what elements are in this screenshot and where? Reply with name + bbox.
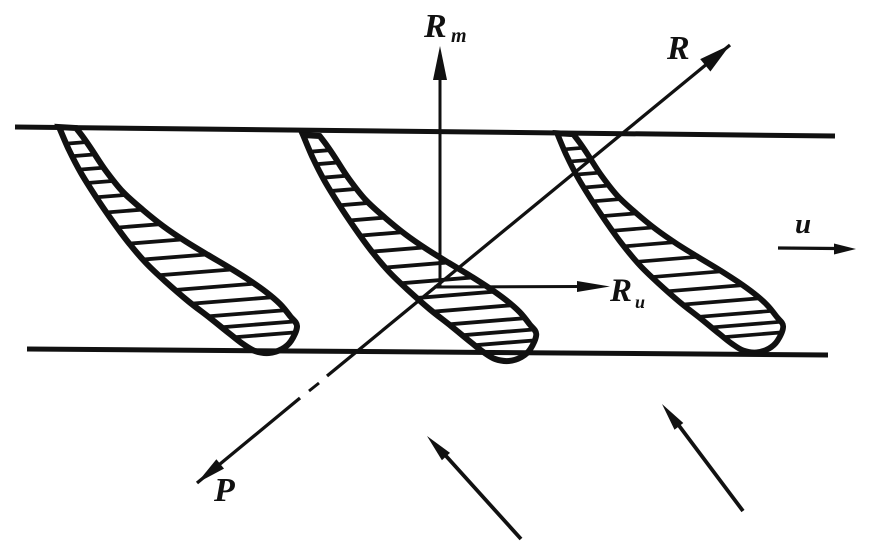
svg-text:R: R bbox=[423, 8, 447, 45]
svg-text:u: u bbox=[795, 208, 811, 240]
svg-text:u: u bbox=[635, 292, 645, 312]
svg-text:R: R bbox=[609, 273, 632, 309]
svg-text:P: P bbox=[213, 472, 235, 509]
svg-text:m: m bbox=[451, 25, 467, 47]
svg-text:R: R bbox=[666, 30, 690, 67]
